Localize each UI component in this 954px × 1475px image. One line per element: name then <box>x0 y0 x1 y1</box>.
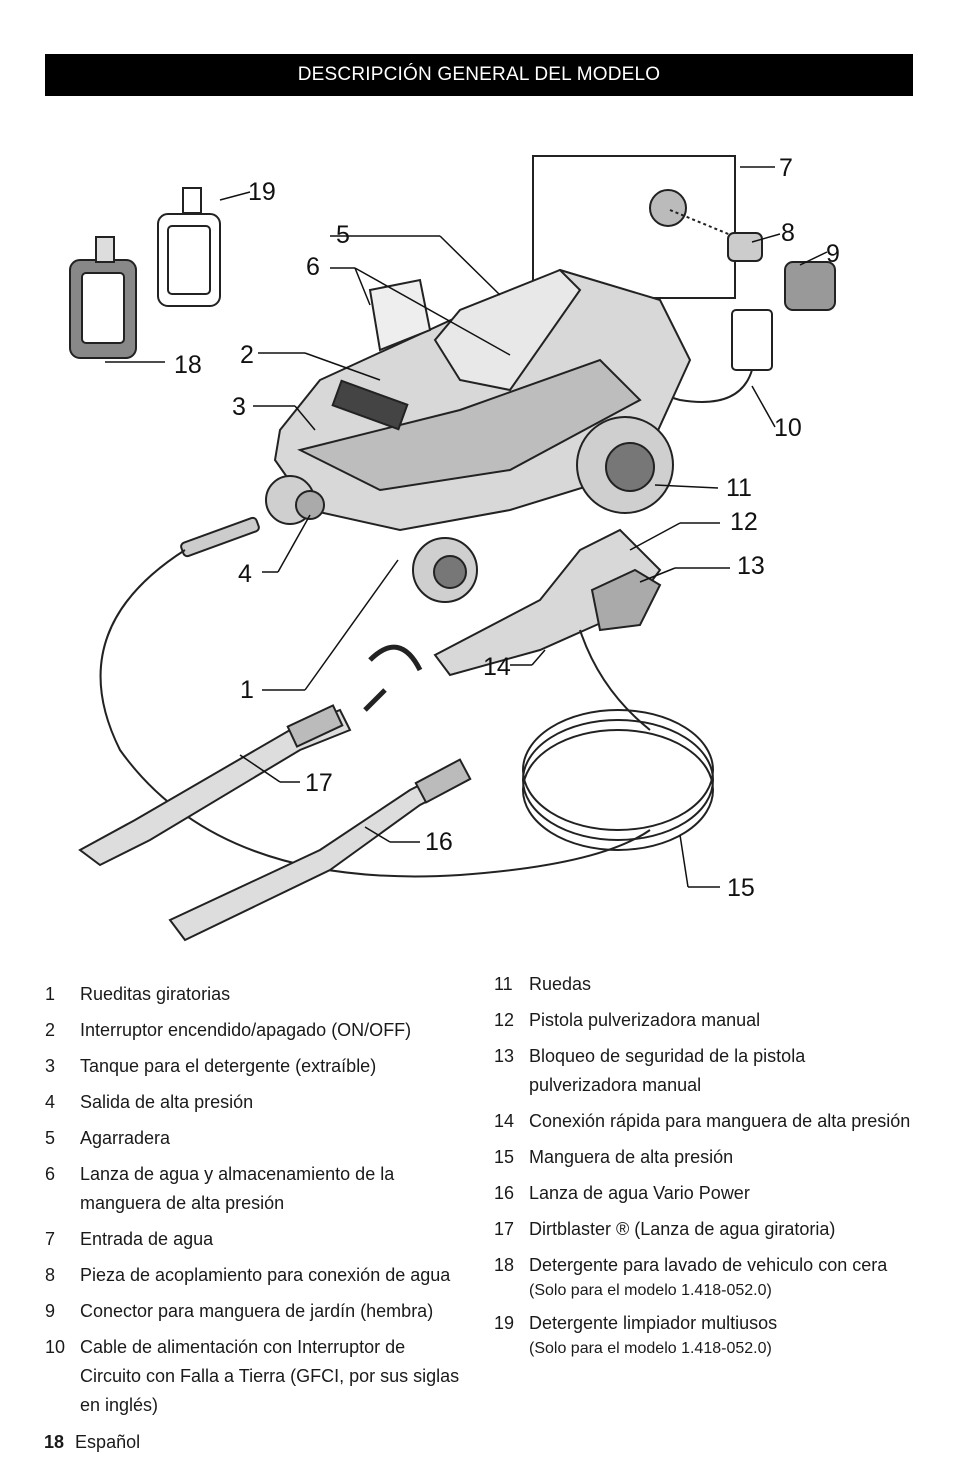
page-footer: 18 Español <box>44 1432 140 1453</box>
pressure-washer-diagram: 19 18 2 3 5 6 7 8 9 10 11 12 13 14 1 4 1… <box>69 154 840 942</box>
spray-gun-12 <box>433 528 662 677</box>
svg-text:5: 5 <box>336 221 350 249</box>
svg-text:1: 1 <box>240 676 254 704</box>
legend-note: (Solo para el modelo 1.418-052.0) <box>529 1282 772 1299</box>
footer-language: Español <box>75 1432 141 1452</box>
svg-text:9: 9 <box>826 240 840 268</box>
svg-text:11: 11 <box>726 474 752 502</box>
svg-text:17: 17 <box>305 769 333 797</box>
high-pressure-hose-15 <box>522 709 714 851</box>
section-title-bar: DESCRIPCIÓN GENERAL DEL MODELO <box>45 54 913 96</box>
callout-numbers: 19 18 2 3 5 6 7 8 9 10 11 12 13 14 1 4 1… <box>174 154 840 902</box>
svg-text:14: 14 <box>483 653 511 681</box>
svg-text:6: 6 <box>306 253 320 281</box>
svg-text:16: 16 <box>425 828 453 856</box>
svg-text:12: 12 <box>730 508 758 536</box>
high-pressure-outlet-4 <box>295 490 325 520</box>
svg-text:13: 13 <box>737 552 765 580</box>
svg-text:7: 7 <box>779 154 793 182</box>
svg-text:18: 18 <box>174 351 202 379</box>
svg-text:8: 8 <box>781 219 795 247</box>
page-number: 18 <box>44 1432 65 1452</box>
section-title: DESCRIPCIÓN GENERAL DEL MODELO <box>297 64 661 85</box>
svg-text:19: 19 <box>248 178 276 206</box>
svg-text:15: 15 <box>727 874 755 902</box>
legend-note: (Solo para el modelo 1.418-052.0) <box>529 1340 772 1357</box>
svg-text:3: 3 <box>232 393 246 421</box>
gfci-plug <box>731 309 773 371</box>
svg-text:2: 2 <box>240 341 254 369</box>
dirtblaster-lance-17 <box>78 704 352 867</box>
vario-power-lance-16 <box>168 758 472 942</box>
svg-text:4: 4 <box>238 560 252 588</box>
garden-hose-connector-9 <box>784 261 836 311</box>
detergent-bottle-18 <box>69 236 137 359</box>
coupling-piece-8 <box>727 232 763 262</box>
detergent-bottle-19 <box>157 187 221 307</box>
svg-text:10: 10 <box>774 414 802 442</box>
